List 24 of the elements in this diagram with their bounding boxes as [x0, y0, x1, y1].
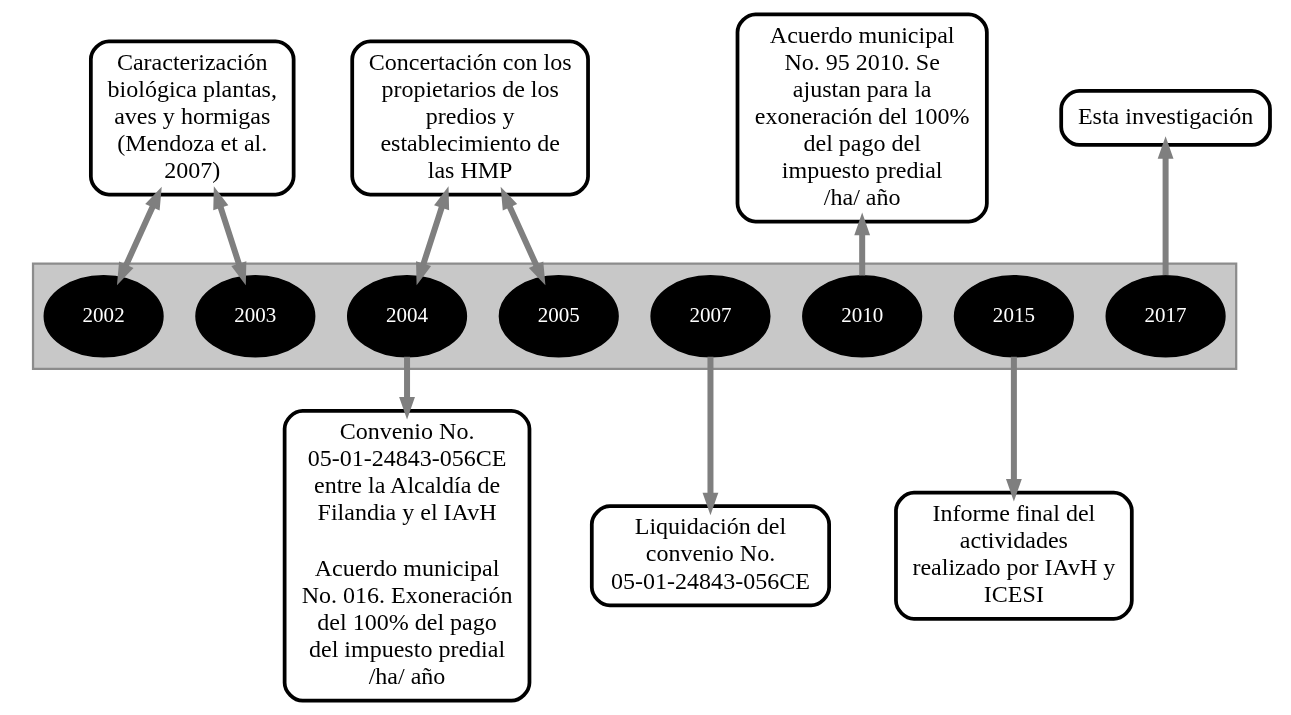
arrow [399, 356, 415, 420]
arrow [1005, 356, 1022, 502]
node-ellipse: 2010 [802, 274, 923, 358]
node-box: Acuerdo municipal No. 95 2010. Se ajustan para la exoneración del 100% del pago del impuesto predial /ha/ año [735, 12, 989, 224]
arrow [500, 186, 546, 286]
node-box: Liquidación del convenio No. 05-01-24843-056CE [589, 504, 831, 608]
node-ellipse: 2017 [1105, 274, 1226, 358]
node-ellipse: 2002 [43, 274, 164, 358]
node-ellipse: 2007 [650, 274, 771, 358]
node-ellipse: 2005 [498, 274, 619, 358]
node-box: Esta investigación [1059, 89, 1272, 147]
arrow [416, 186, 450, 286]
arrow [116, 186, 162, 286]
node-ellipse: 2004 [346, 274, 468, 358]
node-ellipse: 2015 [953, 274, 1074, 358]
node-box: Informe final del actividades realizado por IAvH y ICESI [894, 490, 1134, 621]
node-box: Convenio No. 05-01-24843-056CE entre la Alcaldía de Filandia y el IAvH Acuerdo municipal No. 016. Exoneración del 100% del pago del impuesto predial /ha/ año [282, 408, 532, 703]
node-ellipse: 2003 [195, 274, 316, 358]
arrow [702, 356, 719, 516]
arrow [213, 186, 247, 286]
node-box: Concertación con los propietarios de los predios y establecimiento de las HMP [350, 39, 590, 197]
node-box: Caracterización biológica plantas, aves y hormigas (Mendoza et al. 2007) [89, 39, 296, 197]
arrow [1157, 136, 1174, 276]
arrow [854, 212, 871, 276]
